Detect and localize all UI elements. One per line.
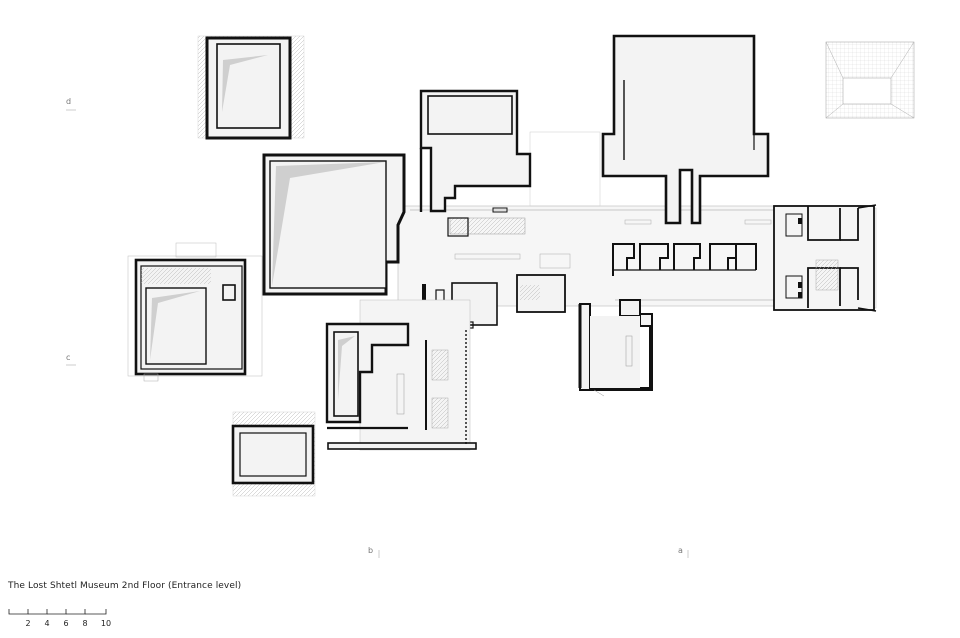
skylight-northeast bbox=[825, 41, 915, 119]
gallery-north-middle bbox=[419, 89, 532, 213]
scale-label-2: 2 bbox=[25, 619, 31, 628]
gallery-large-skylight bbox=[262, 153, 406, 296]
section-mark-d: d bbox=[66, 97, 72, 106]
section-mark-ticks bbox=[66, 109, 689, 558]
gallery-northwest-small bbox=[197, 35, 305, 140]
gallery-south-east bbox=[578, 299, 653, 397]
drawing-title: The Lost Shtetl Museum 2nd Floor (Entran… bbox=[8, 581, 242, 591]
gallery-southwest-small bbox=[231, 411, 316, 497]
display-niches bbox=[612, 243, 757, 276]
restrooms-east bbox=[773, 204, 877, 312]
section-mark-a: a bbox=[678, 546, 683, 555]
scale-label-8: 8 bbox=[82, 619, 88, 628]
gallery-south-middle bbox=[325, 299, 477, 451]
scale-label-10: 10 bbox=[100, 619, 112, 628]
section-mark-c: c bbox=[66, 353, 71, 362]
section-mark-b: b bbox=[368, 546, 374, 555]
gallery-northeast-large bbox=[601, 34, 770, 225]
stair-north bbox=[447, 207, 526, 237]
scale-bar bbox=[8, 609, 107, 615]
gallery-west bbox=[127, 242, 263, 382]
scale-label-6: 6 bbox=[63, 619, 69, 628]
scale-label-4: 4 bbox=[44, 619, 50, 628]
